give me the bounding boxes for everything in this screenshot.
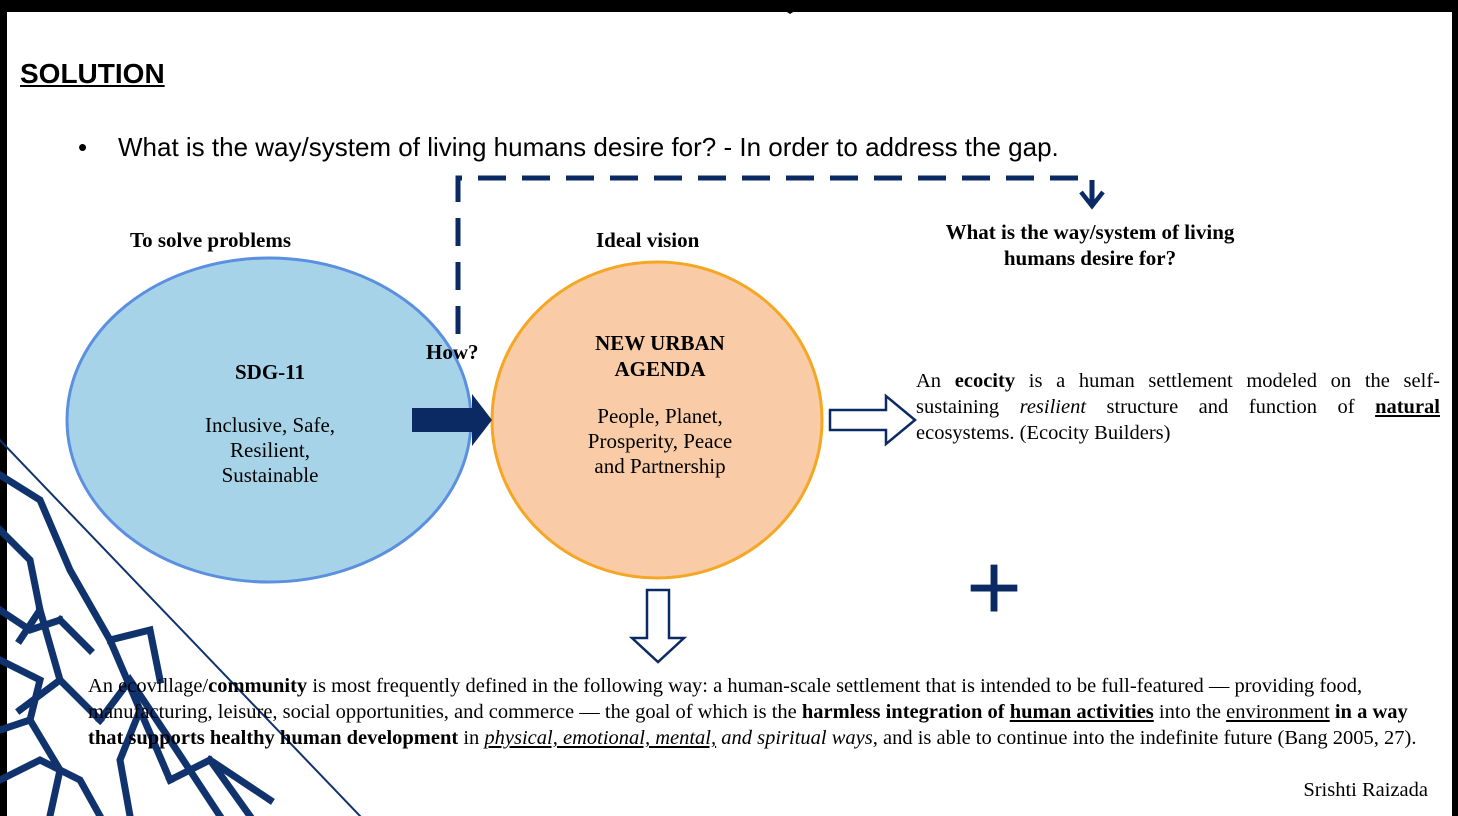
ecocity-natural: natural [1375,396,1440,418]
sdg-11-line1: Inclusive, Safe, [204,413,336,437]
bullet-dot-icon: • [78,132,88,162]
nua-title-line2: AGENDA [614,357,706,381]
solid-arrow-icon [412,394,492,446]
label-to-solve-problems: To solve problems [130,228,292,252]
ecocity-text: structure and function of [1086,396,1376,418]
ecovillage-definition: An ecovillage/community is most frequent… [88,673,1440,751]
ecovillage-text: in [458,727,485,749]
nua-line2: Prosperity, Peace [587,429,733,453]
ecocity-resilient: resilient [1019,396,1087,418]
ecovillage-text: into the [1153,701,1227,723]
ecovillage-community: community [208,675,308,697]
ecovillage-text: An ecovillage/ [88,675,209,697]
sdg-11-text: SDG-11 Inclusive, Safe, Resilient, Susta… [70,360,470,488]
ecocity-text: An [916,370,955,392]
ecocity-text: ecosystems. (Ecocity Builders) [916,422,1171,444]
label-way-of-living: What is the way/system of living humans … [880,219,1300,271]
label-ideal-vision: Ideal vision [596,228,700,252]
hollow-arrow-right-icon [828,393,917,447]
ecocity-term: ecocity [954,370,1016,392]
city-map-decoration [0,438,362,816]
ecovillage-spiritual: and spiritual ways [716,727,873,749]
author-signature: Srishti Raizada [1303,779,1428,801]
ecovillage-text: , and is able to continue into the indef… [872,727,1417,749]
sdg-11-line3: Sustainable [221,463,319,487]
ecovillage-harmless: harmless integration of [801,701,1010,723]
ecovillage-human-activities: human activities [1009,701,1154,723]
ecovillage-physical: physical, emotional, mental, [484,727,717,749]
label-how: How? [426,340,479,364]
ecovillage-healthy: in a way that supports healthy human dev… [88,701,1408,749]
nua-line3: and Partnership [594,454,726,478]
sdg-11-line2: Resilient, [230,438,310,462]
ecocity-definition: An ecocity is a human settlement modeled… [916,368,1440,446]
ecovillage-text: is most frequently defined in the follow… [88,675,1363,723]
ecocity-text: is a human settlement modeled on the sel… [916,370,1440,418]
ecovillage-environment: environment [1226,701,1330,723]
circles-diagram [65,256,917,664]
bullet-text: What is the way/system of living humans … [118,132,1059,162]
nua-line1: People, Planet, [597,404,723,428]
hollow-arrow-down-icon [628,588,688,664]
new-urban-agenda-text: NEW URBAN AGENDA People, Planet, Prosper… [500,330,820,479]
label-way-of-living-line1: What is the way/system of living [945,220,1235,244]
slide-heading: SOLUTION [20,58,165,89]
nua-title-line1: NEW URBAN [595,331,725,355]
sdg-11-title: SDG-11 [234,360,305,384]
plus-icon: + [966,534,1023,641]
top-arrow-tip-icon [768,0,812,14]
dashed-connector [455,175,1105,334]
label-way-of-living-line2: humans desire for? [1003,246,1177,270]
